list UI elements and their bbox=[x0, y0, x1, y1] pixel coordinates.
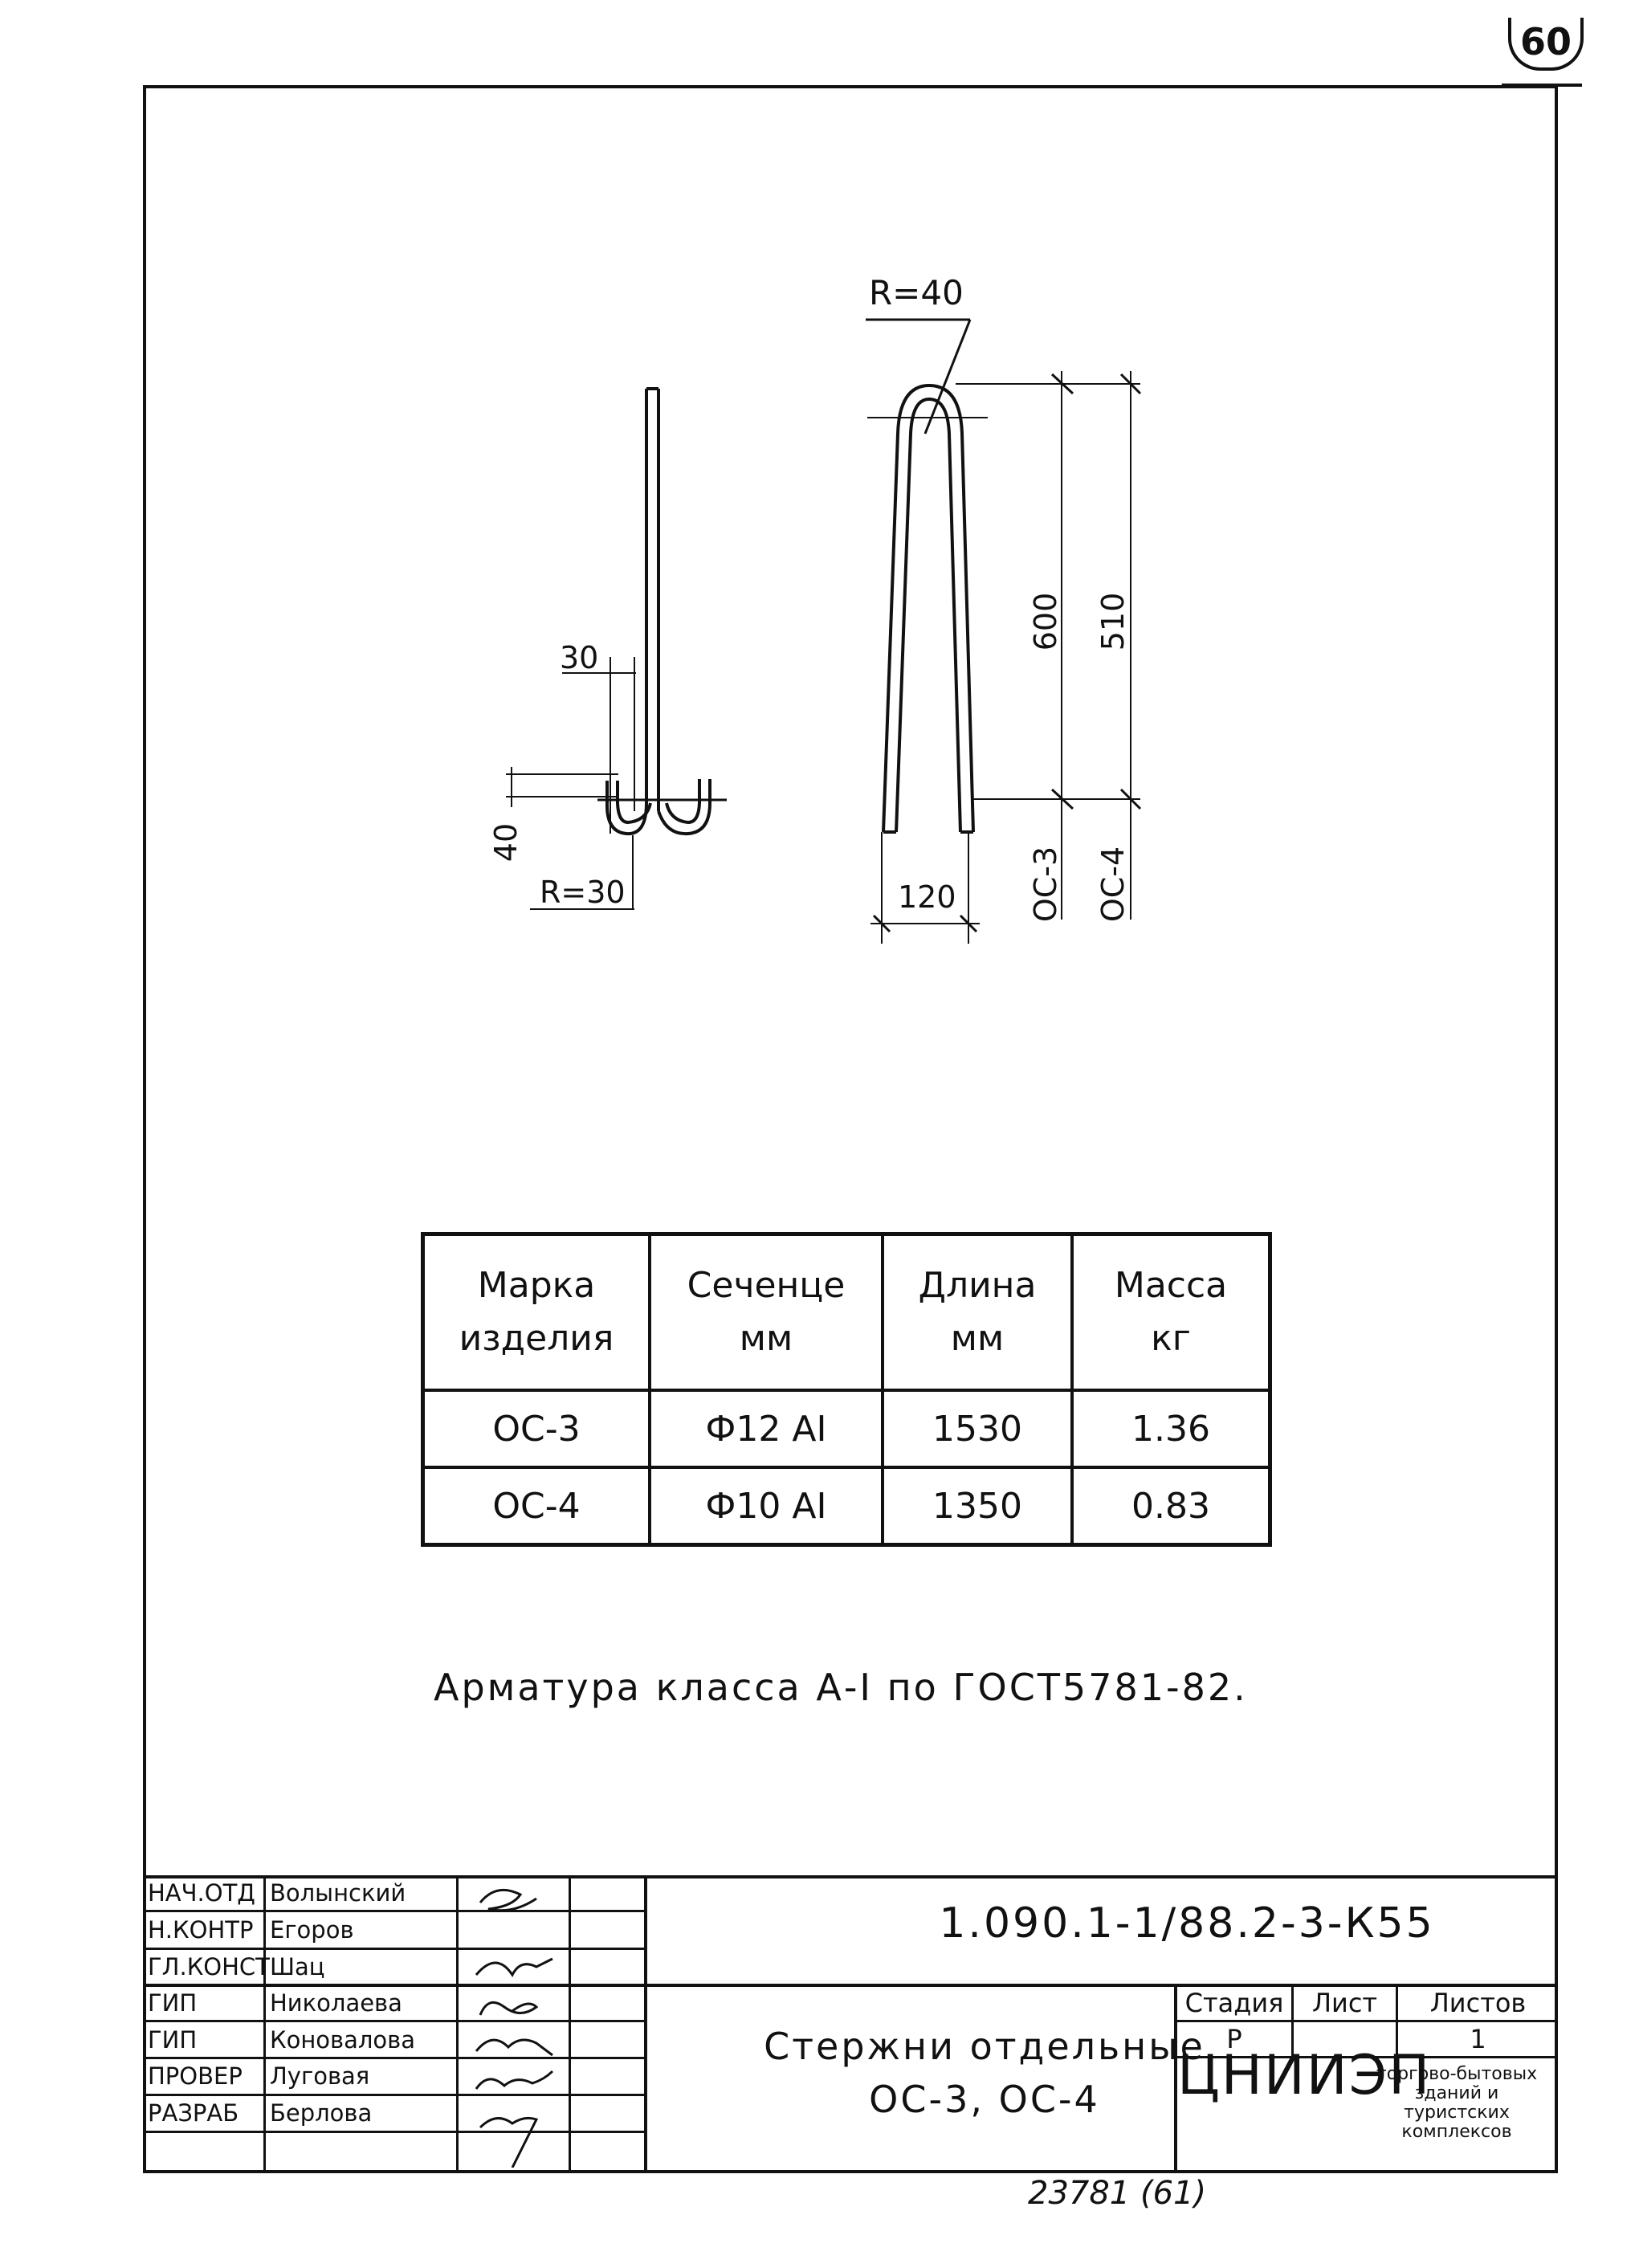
header-mass: Масса кг bbox=[1070, 1232, 1272, 1392]
mark-cell: ОС-3 bbox=[421, 1389, 651, 1469]
stage-label: Стадия bbox=[1184, 1988, 1284, 2018]
header-section: Сеченце мм bbox=[648, 1232, 884, 1392]
radius-30-label: R=30 bbox=[540, 875, 626, 910]
sheet-number: 60 bbox=[1508, 18, 1584, 71]
mass-cell: 0.83 bbox=[1070, 1466, 1272, 1547]
table-row: ОС-3 Ф12 АI 1530 1.36 bbox=[421, 1389, 1272, 1469]
name-label: Егоров bbox=[270, 1916, 354, 1944]
name-label: Николаева bbox=[270, 1989, 402, 2017]
dim-600-label: 600 bbox=[1028, 592, 1063, 651]
reinforcement-note: Арматура класса А-I по ГОСТ5781-82. bbox=[434, 1666, 1248, 1709]
organization-name: ЦНИИЭП bbox=[1177, 2044, 1432, 2107]
header-mark: Марка изделия bbox=[421, 1232, 651, 1392]
stage-value: Р bbox=[1226, 2024, 1242, 2054]
dim-510-label: 510 bbox=[1095, 592, 1131, 651]
section-cell: Ф10 АI bbox=[648, 1466, 884, 1547]
name-label: Луговая bbox=[270, 2062, 370, 2090]
oc3-label: ОС-3 bbox=[1028, 846, 1063, 923]
role-label: ГЛ.КОНСТ bbox=[148, 1953, 270, 1980]
length-cell: 1530 bbox=[881, 1389, 1074, 1469]
dim-120-label: 120 bbox=[898, 879, 956, 915]
role-label: ГИП bbox=[148, 2026, 198, 2054]
oc4-label: ОС-4 bbox=[1095, 846, 1131, 923]
sheets-label: Листов bbox=[1429, 1988, 1527, 2018]
dim-30-label: 30 bbox=[560, 640, 599, 675]
name-label: Шац bbox=[270, 1953, 325, 1980]
radius-40-label: R=40 bbox=[869, 273, 964, 312]
name-label: Волынский bbox=[270, 1879, 406, 1907]
document-title: Стержни отдельные ОС-3, ОС-4 bbox=[764, 2025, 1205, 2121]
dim-40-label: 40 bbox=[488, 822, 524, 863]
mass-cell: 1.36 bbox=[1070, 1389, 1272, 1469]
section-cell: Ф12 АI bbox=[648, 1389, 884, 1469]
table-row: ОС-4 Ф10 АI 1350 0.83 bbox=[421, 1466, 1272, 1547]
role-label: Н.КОНТР bbox=[148, 1916, 254, 1944]
role-label: ПРОВЕР bbox=[148, 2062, 243, 2090]
name-label: Берлова bbox=[270, 2099, 373, 2127]
length-cell: 1350 bbox=[881, 1466, 1074, 1547]
organization-full-name: торгово-бытовых зданий и туристских комп… bbox=[1376, 2064, 1538, 2142]
spec-table: Марка изделия Сеченце мм Длина мм Масса … bbox=[421, 1232, 1272, 1547]
sheets-value: 1 bbox=[1470, 2024, 1486, 2054]
signatures bbox=[475, 1888, 554, 2168]
mark-cell: ОС-4 bbox=[421, 1466, 651, 1547]
sheet-label: Лист bbox=[1311, 1988, 1378, 2018]
role-label: ГИП bbox=[148, 1989, 198, 2017]
spec-header-row: Марка изделия Сеченце мм Длина мм Масса … bbox=[421, 1232, 1272, 1392]
role-label: РАЗРАБ bbox=[148, 2099, 239, 2127]
role-label: НАЧ.ОТД bbox=[148, 1879, 255, 1907]
drawing-frame bbox=[143, 85, 1558, 2173]
archive-number: 23781 (61) bbox=[1028, 2175, 1207, 2212]
header-length: Длина мм bbox=[881, 1232, 1074, 1392]
document-code: 1.090.1-1/88.2-3-К55 bbox=[939, 1899, 1435, 1948]
name-label: Коновалова bbox=[270, 2026, 416, 2054]
title-block: НАЧ.ОТД Волынский Н.КОНТР Егоров ГЛ.КОНС… bbox=[143, 1875, 1558, 2173]
